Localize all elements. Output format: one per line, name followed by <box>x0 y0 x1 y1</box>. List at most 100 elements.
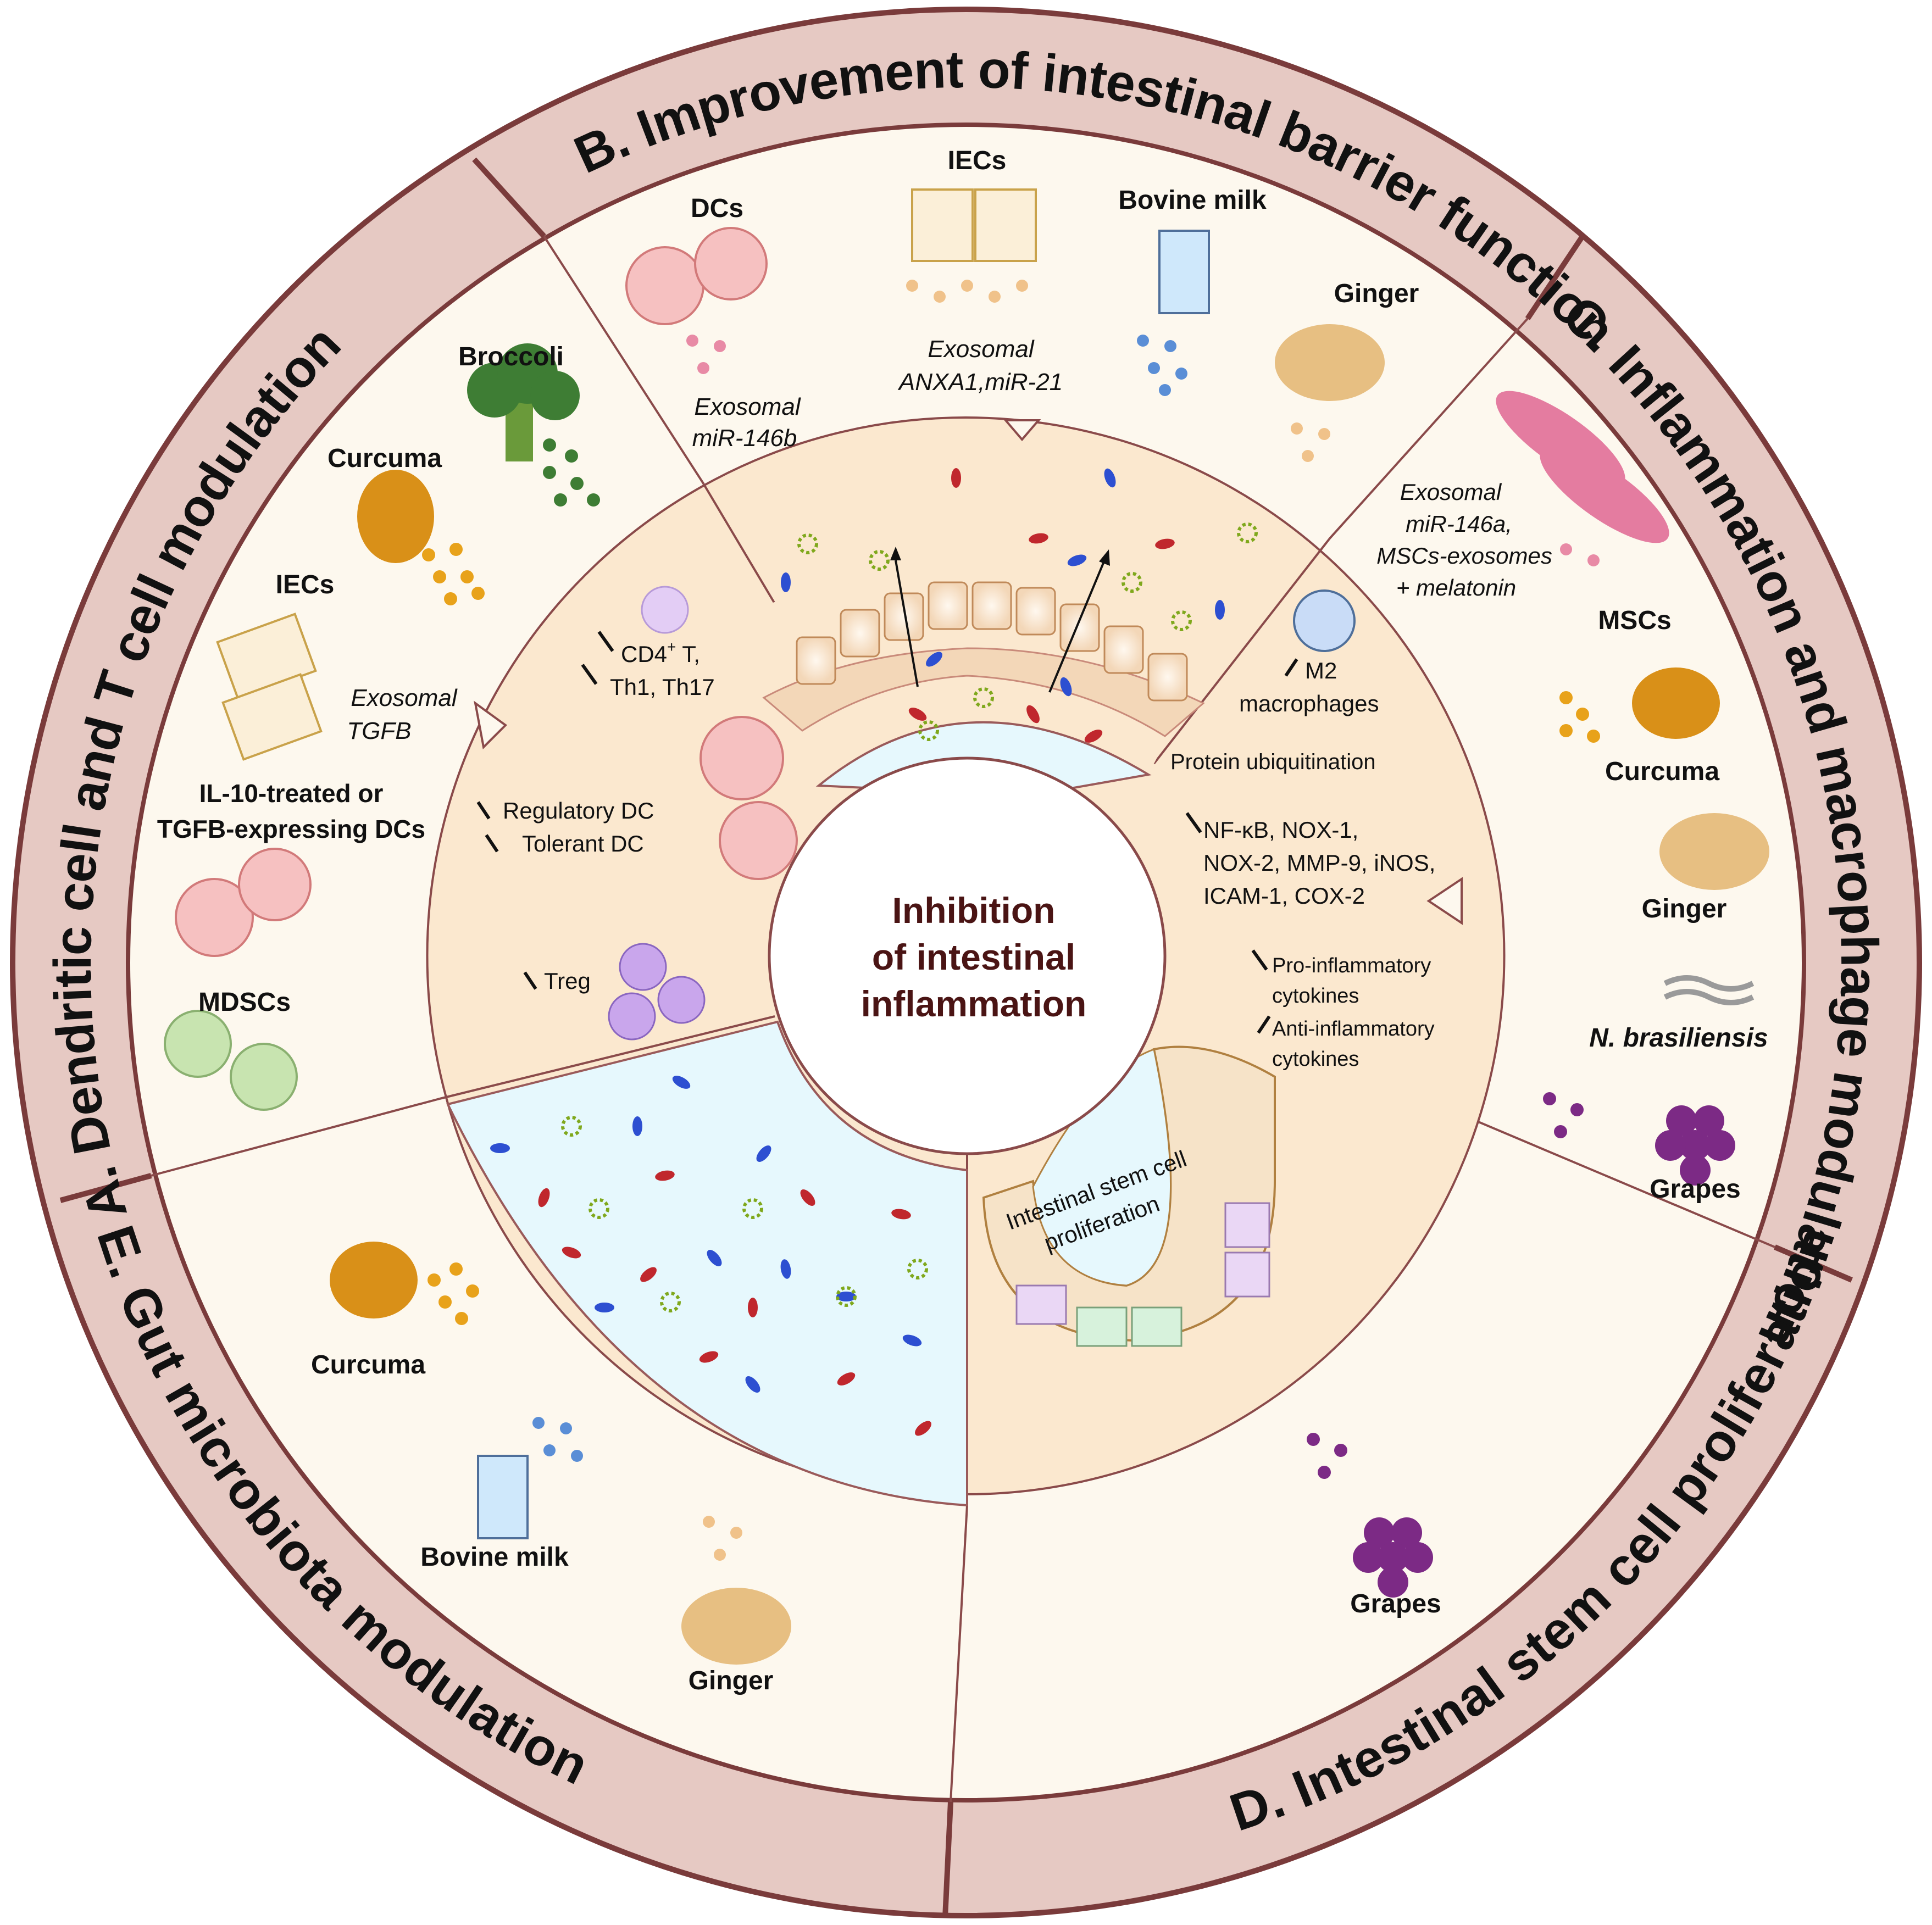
bacterium-coccus <box>797 533 818 554</box>
label-grapes-d: Grapes <box>1350 1589 1441 1618</box>
msc-cell-icon <box>1496 391 1669 543</box>
label-tolerant-dc: Tolerant DC <box>522 831 644 856</box>
bacterium-rod <box>837 1372 856 1386</box>
bacterium-coccus <box>907 1259 928 1279</box>
center-title-3: inflammation <box>861 983 1087 1024</box>
bacterium-coccus <box>742 1198 763 1219</box>
grapes-icon <box>1353 1105 1735 1598</box>
label-exo-c-4: + melatonin <box>1396 575 1516 600</box>
bacterium-rod <box>1215 600 1225 620</box>
bacterium-rod <box>781 572 791 592</box>
bacterium-rod <box>836 1292 856 1301</box>
bacterium-coccus <box>1171 610 1192 631</box>
bacterium-coccus <box>561 1116 582 1137</box>
label-iecs-b: IECs <box>948 146 1007 175</box>
label-nf-1: NF-κB, NOX-1, <box>1203 817 1358 843</box>
barrier-cells <box>796 547 1188 702</box>
bacterium-rod <box>902 1334 922 1347</box>
label-grapes-c: Grapes <box>1650 1175 1740 1204</box>
center-title-1: Inhibition <box>892 890 1056 931</box>
label-exo-b-iec-2: ANXA1,miR-21 <box>897 369 1063 396</box>
label-m2-1: M2 <box>1305 658 1337 683</box>
label-mscs: MSCs <box>1598 606 1671 635</box>
label-dcs-a-2: TGFB-expressing DCs <box>157 815 425 843</box>
treg-cell-icon <box>608 586 706 1041</box>
bacterium-rod <box>640 1267 657 1282</box>
label-nf-3: ICAM-1, COX-2 <box>1203 883 1365 909</box>
label-nbrasiliensis: N. brasiliensis <box>1589 1023 1768 1053</box>
bacterium-rod <box>707 1250 722 1266</box>
bacterium-coccus <box>869 550 890 571</box>
bacterium-rod <box>926 652 942 667</box>
label-exo-c-1: Exosomal <box>1400 479 1502 505</box>
bacterium-rod <box>1155 538 1175 549</box>
label-exo-c-3: MSCs-exosomes <box>1376 543 1552 569</box>
bacterium-rod <box>1104 468 1116 488</box>
macrophage-icon <box>1293 589 1356 652</box>
label-th: Th1, Th17 <box>610 674 715 700</box>
label-anti-2: cytokines <box>1272 1048 1359 1071</box>
exosome-dots <box>422 280 1600 1561</box>
label-milk-b: Bovine milk <box>1118 186 1267 215</box>
bacteria <box>490 468 1258 1436</box>
curcuma-root-icon <box>330 470 1720 1318</box>
bacterium-rod <box>891 1209 911 1220</box>
icons <box>164 188 1769 1665</box>
bacterium-rod <box>699 1351 719 1363</box>
bacterium-rod <box>748 1298 758 1317</box>
bacterium-rod <box>780 1259 791 1279</box>
iec-cells-icon <box>216 188 1037 761</box>
bacterium-rod <box>490 1143 510 1153</box>
regulation-arrows <box>476 631 1298 1034</box>
label-exo-b-dc-1: Exosomal <box>694 393 801 420</box>
bacterium-rod <box>672 1076 691 1089</box>
label-nf-2: NOX-2, MMP-9, iNOS, <box>1203 850 1435 876</box>
nematode-icon <box>1663 975 1755 1005</box>
bacterium-rod <box>632 1116 642 1136</box>
bacterium-rod <box>1029 533 1048 544</box>
label-mdscs: MDSCs <box>198 988 291 1017</box>
bacterium-rod <box>1026 705 1040 724</box>
bacterium-rod <box>1084 730 1103 743</box>
bacterium-coccus <box>1122 572 1142 593</box>
center-title-2: of intestinal <box>872 937 1075 977</box>
bacterium-rod <box>1060 677 1072 697</box>
bacterium-rod <box>951 468 961 488</box>
label-exo-b-dc-2: miR-146b <box>692 425 797 452</box>
label-exo-c-2: miR-146a, <box>1406 511 1512 537</box>
label-dcs-a-1: IL-10-treated or <box>199 779 384 808</box>
label-exo-b-iec-1: Exosomal <box>928 336 1034 363</box>
bacterium-coccus <box>589 1198 609 1219</box>
mdsc-cell-icon <box>164 1010 298 1111</box>
milk-carton-icon <box>477 230 1210 1539</box>
bacterium-rod <box>538 1188 550 1208</box>
label-dcs-b: DCs <box>691 194 743 223</box>
label-exo-a-2: TGFB <box>347 717 411 744</box>
label-pro-1: Pro-inflammatory <box>1272 954 1431 977</box>
label-milk-e: Bovine milk <box>420 1543 569 1572</box>
bacterium-coccus <box>836 1286 857 1307</box>
bacterium-coccus <box>660 1292 681 1312</box>
label-cd4: CD4+ T, <box>621 638 700 667</box>
label-broccoli-a: Broccoli <box>458 342 564 371</box>
broccoli-icon <box>467 343 580 461</box>
bacterium-rod <box>745 1376 760 1393</box>
label-ginger-b: Ginger <box>1334 279 1419 308</box>
bacterium-rod <box>562 1247 581 1259</box>
label-curcuma-e: Curcuma <box>311 1350 425 1379</box>
label-m2-2: macrophages <box>1239 691 1379 716</box>
label-iecs-a: IECs <box>276 570 335 599</box>
center-disc <box>768 756 1167 1155</box>
bacterium-rod <box>595 1303 614 1312</box>
label-regulatory-dc: Regulatory DC <box>503 798 654 824</box>
bacterium-coccus <box>973 687 994 708</box>
bacterium-rod <box>915 1421 931 1436</box>
dendritic-cell-icon <box>175 227 798 957</box>
label-anti-1: Anti-inflammatory <box>1272 1017 1435 1041</box>
bacterium-rod <box>800 1189 815 1206</box>
bacterium-rod <box>1067 554 1087 566</box>
bacterium-rod <box>655 1170 675 1181</box>
labels: Broccoli Curcuma IECs Exosomal TGFB IL-1… <box>157 146 1768 1695</box>
label-treg: Treg <box>544 968 591 994</box>
